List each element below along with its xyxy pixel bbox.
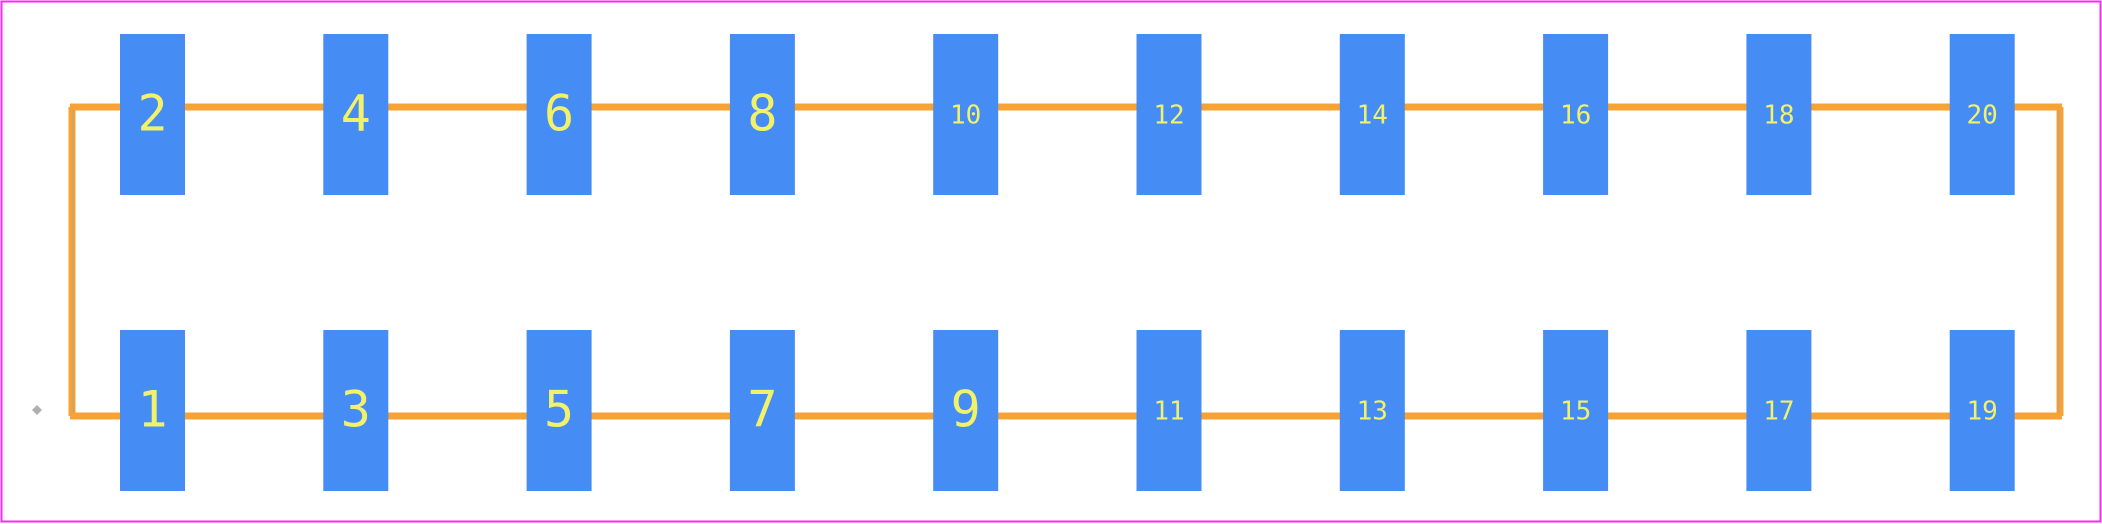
pad-rect: [1746, 34, 1812, 195]
pad-rect: [120, 34, 185, 195]
pad-label: 14: [1357, 101, 1388, 131]
pad-label: 17: [1763, 397, 1794, 427]
pad-label: 18: [1763, 101, 1794, 131]
component-outline: [68, 103, 2064, 420]
pad-rect: [1136, 34, 1202, 195]
pad-rect: [526, 330, 592, 491]
pad-2: 2: [120, 34, 185, 195]
pad-label: 1: [137, 381, 167, 439]
pad-8: 8: [729, 34, 795, 195]
pad-rect: [323, 330, 389, 491]
pad-rect: [729, 34, 795, 195]
pad-11: 11: [1136, 330, 1202, 491]
pad-label: 7: [747, 381, 777, 439]
pad-13: 13: [1339, 330, 1405, 491]
pad-3: 3: [323, 330, 389, 491]
pad-rect: [1949, 330, 2015, 491]
pad-rect: [1949, 34, 2015, 195]
pad-rect: [526, 34, 592, 195]
pad-rect: [1136, 330, 1202, 491]
pad-label: 10: [950, 101, 981, 131]
pad-label: 6: [544, 85, 574, 143]
pad-label: 3: [341, 381, 371, 439]
pad-12: 12: [1136, 34, 1202, 195]
pad-label: 8: [747, 85, 777, 143]
pad-rect: [933, 34, 999, 195]
pad-rect: [1339, 34, 1405, 195]
pad-label: 15: [1560, 397, 1591, 427]
pad-label: 16: [1560, 101, 1591, 131]
pad-15: 15: [1543, 330, 1609, 491]
pad-5: 5: [526, 330, 592, 491]
pad-label: 2: [137, 85, 167, 143]
pad-rect: [729, 330, 795, 491]
pad-1: 1: [120, 330, 185, 491]
pad-rect: [120, 330, 185, 491]
pad-20: 20: [1949, 34, 2015, 195]
origin-marker: [32, 405, 42, 415]
pad-label: 9: [951, 381, 981, 439]
pad-rect: [933, 330, 999, 491]
pad-16: 16: [1543, 34, 1609, 195]
pad-rect: [1339, 330, 1405, 491]
pad-label: 11: [1153, 397, 1184, 427]
pad-19: 19: [1949, 330, 2015, 491]
pad-9: 9: [933, 330, 999, 491]
pad-rect: [1543, 330, 1609, 491]
pad-label: 5: [544, 381, 574, 439]
pad-rect: [1746, 330, 1812, 491]
pad-18: 18: [1746, 34, 1812, 195]
pad-label: 4: [341, 85, 371, 143]
pad-label: 20: [1967, 101, 1998, 131]
pad-14: 14: [1339, 34, 1405, 195]
pad-6: 6: [526, 34, 592, 195]
pad-rect: [323, 34, 389, 195]
pad-10: 10: [933, 34, 999, 195]
pad-label: 13: [1357, 397, 1388, 427]
pad-label: 12: [1153, 101, 1184, 131]
pad-rect: [1543, 34, 1609, 195]
pad-label: 19: [1967, 397, 1998, 427]
pad-7: 7: [729, 330, 795, 491]
pad-17: 17: [1746, 330, 1812, 491]
pad-4: 4: [323, 34, 389, 195]
